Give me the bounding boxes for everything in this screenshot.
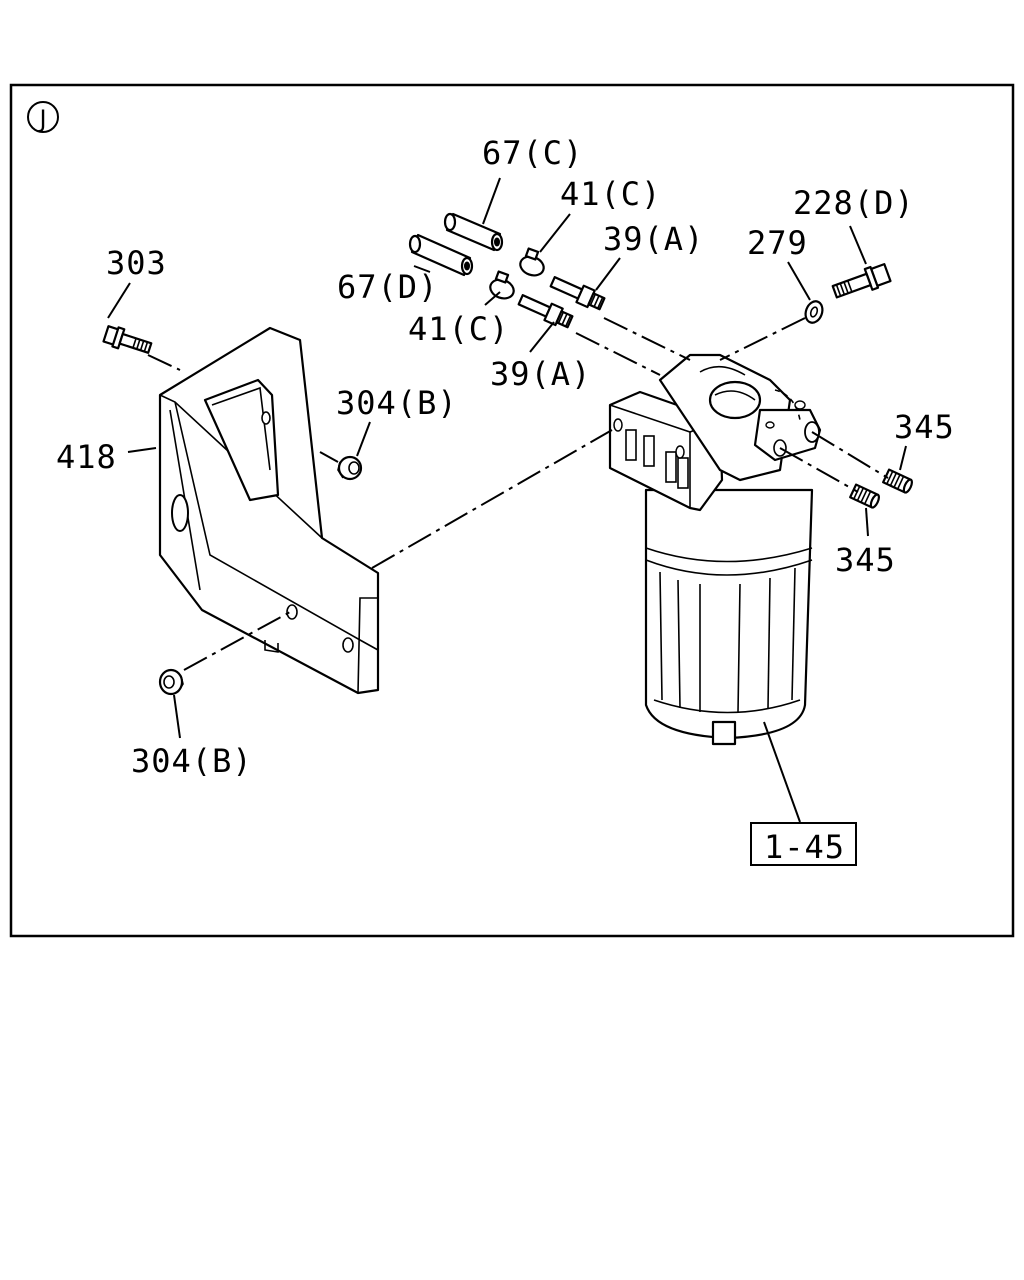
callout-345-bottom: 345 (835, 541, 896, 579)
callout-67c: 67(C) (482, 134, 583, 172)
callout-41c-top: 41(C) (560, 175, 661, 213)
washer-279 (804, 300, 824, 324)
callout-41c-bottom: 41(C) (408, 310, 509, 348)
callout-1-45: 1-45 (764, 828, 845, 866)
reference-box (750, 822, 857, 866)
section-marker: J (27, 101, 59, 133)
fitting-39a-lower (517, 294, 574, 329)
nut-304b-lower (158, 668, 184, 696)
screw-345-lower (849, 483, 880, 509)
section-marker-letter: J (37, 105, 46, 133)
callout-67d: 67(D) (337, 268, 438, 306)
callout-228d: 228(D) (793, 184, 915, 222)
bolt-303 (102, 325, 153, 354)
callout-304b-top: 304(B) (336, 384, 458, 422)
fitting-39a-upper (549, 276, 606, 311)
callout-418: 418 (56, 438, 117, 476)
nut-304b-upper (337, 455, 363, 481)
callout-304b-bottom: 304(B) (131, 742, 253, 780)
callout-39a-top: 39(A) (603, 220, 704, 258)
callout-345-top: 345 (894, 408, 955, 446)
leader-lines (107, 177, 907, 823)
callout-39a-bottom: 39(A) (490, 355, 591, 393)
callout-279: 279 (747, 224, 808, 262)
clamp-41c-lower (489, 270, 515, 300)
clamp-41c-upper (519, 247, 545, 277)
bracket-418 (158, 326, 380, 695)
fuel-filter-assembly (608, 353, 822, 746)
callout-303: 303 (106, 244, 167, 282)
hose-67c (443, 212, 504, 252)
screw-345-upper (882, 468, 913, 494)
hose-67d (408, 233, 474, 277)
diagram-frame (9, 83, 1015, 938)
bolt-228d (831, 263, 892, 299)
assembly-lines (147, 317, 889, 671)
